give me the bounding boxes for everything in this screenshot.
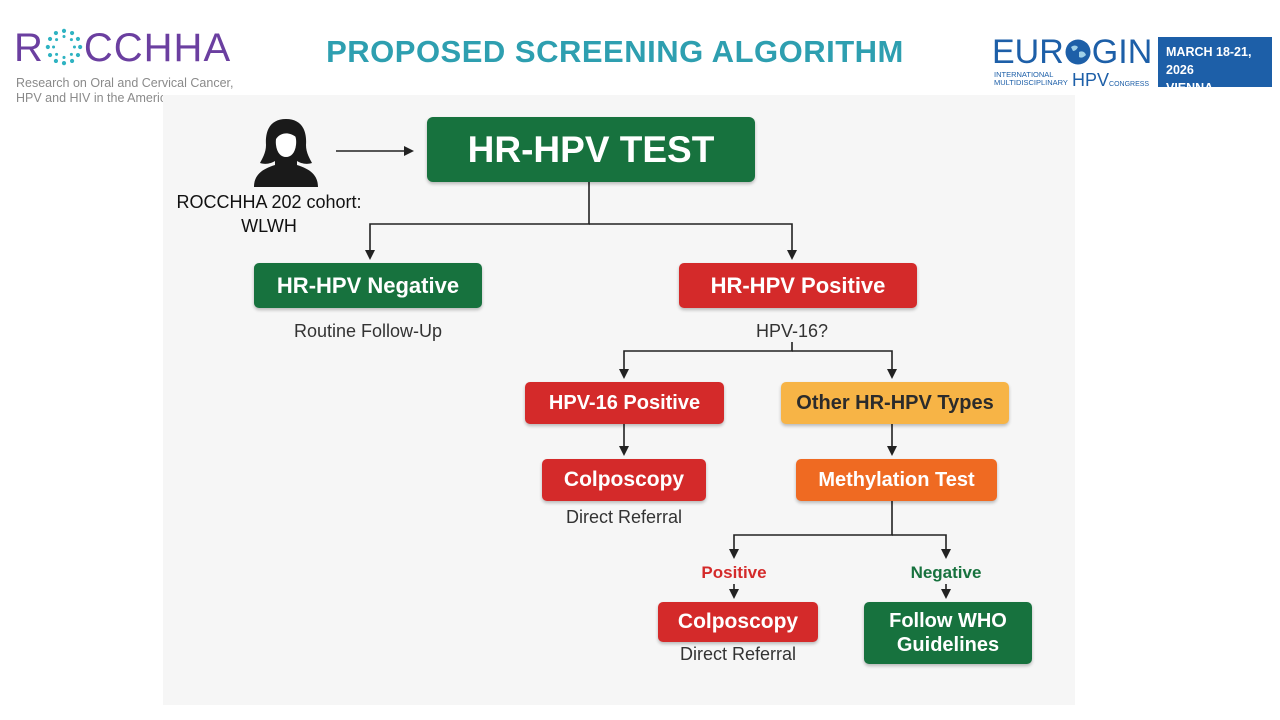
arrow-to-negative bbox=[365, 182, 590, 260]
who-line1: Follow WHO bbox=[889, 610, 1007, 632]
arrow-to-positive-branch bbox=[729, 501, 893, 559]
methylation-test-node: Methylation Test bbox=[796, 459, 997, 501]
congress-location: VIENNA-AUSTRIA bbox=[1166, 81, 1222, 113]
congress-date: MARCH 18-21, 2026 bbox=[1166, 45, 1252, 77]
colposcopy-node-2: Colposcopy bbox=[658, 602, 818, 642]
arrow-to-hpv16 bbox=[619, 342, 793, 379]
branch-negative-label: Negative bbox=[910, 563, 982, 582]
other-hr-hpv-types-node: Other HR-HPV Types bbox=[781, 382, 1009, 424]
page-title: PROPOSED SCREENING ALGORITHM bbox=[326, 34, 904, 69]
who-line2: Guidelines bbox=[896, 634, 1000, 656]
rocchha-letters-rest: CCHHA bbox=[83, 26, 232, 70]
cohort-label-line1: ROCCHHA 202 cohort: bbox=[176, 192, 362, 212]
rocchha-subtitle-line2: HPV and HIV in the Americas bbox=[16, 91, 180, 105]
rocchha-wordmark: R CCHHA bbox=[14, 26, 231, 71]
direct-referral-note-2: Direct Referral bbox=[679, 644, 797, 664]
arrow-to-other bbox=[792, 350, 897, 379]
congress-date-badge: MARCH 18-21, 2026 VIENNA-AUSTRIA bbox=[1158, 37, 1272, 113]
routine-follow-up-note: Routine Follow-Up bbox=[293, 321, 443, 341]
colposcopy-node-1: Colposcopy bbox=[542, 459, 706, 501]
rocchha-subtitle-line1: Research on Oral and Cervical Cancer, bbox=[16, 76, 234, 90]
woman-silhouette-icon bbox=[254, 119, 318, 187]
dotted-ring-icon bbox=[45, 28, 83, 66]
hpv16-positive-node: HPV-16 Positive bbox=[525, 382, 724, 424]
arrow-to-negative-branch bbox=[892, 534, 951, 559]
cohort-label-line2: WLWH bbox=[241, 216, 297, 236]
eurogin-hpv: HPV bbox=[1072, 70, 1110, 90]
eurogin-hpv-congress: HPVCONGRESS bbox=[1072, 70, 1149, 91]
hpv16-question: HPV-16? bbox=[755, 321, 829, 341]
eurogin-tagline: INTERNATIONAL MULTIDISCIPLINARY bbox=[994, 71, 1068, 87]
arrow-to-positive bbox=[589, 223, 797, 260]
eurogin-tagline-b: MULTIDISCIPLINARY bbox=[994, 78, 1068, 87]
branch-positive-label: Positive bbox=[701, 563, 767, 582]
eurogin-congress: CONGRESS bbox=[1109, 81, 1150, 88]
cohort-label: ROCCHHA 202 cohort: WLWH bbox=[166, 190, 372, 238]
hr-hpv-positive-node: HR-HPV Positive bbox=[679, 263, 917, 308]
direct-referral-note-1: Direct Referral bbox=[565, 507, 683, 527]
follow-who-guidelines-node: Follow WHO Guidelines bbox=[864, 602, 1032, 664]
rocchha-logo: R CCHHA Research on Oral and Cervical Ca… bbox=[14, 22, 244, 112]
hr-hpv-test-node: HR-HPV TEST bbox=[427, 117, 755, 182]
hr-hpv-negative-node: HR-HPV Negative bbox=[254, 263, 482, 308]
globe-icon bbox=[1065, 39, 1091, 65]
rocchha-letter-r: R bbox=[14, 26, 44, 70]
eurogin-tagline-a: INTERNATIONAL bbox=[994, 70, 1054, 79]
rocchha-subtitle: Research on Oral and Cervical Cancer, HP… bbox=[16, 76, 256, 106]
